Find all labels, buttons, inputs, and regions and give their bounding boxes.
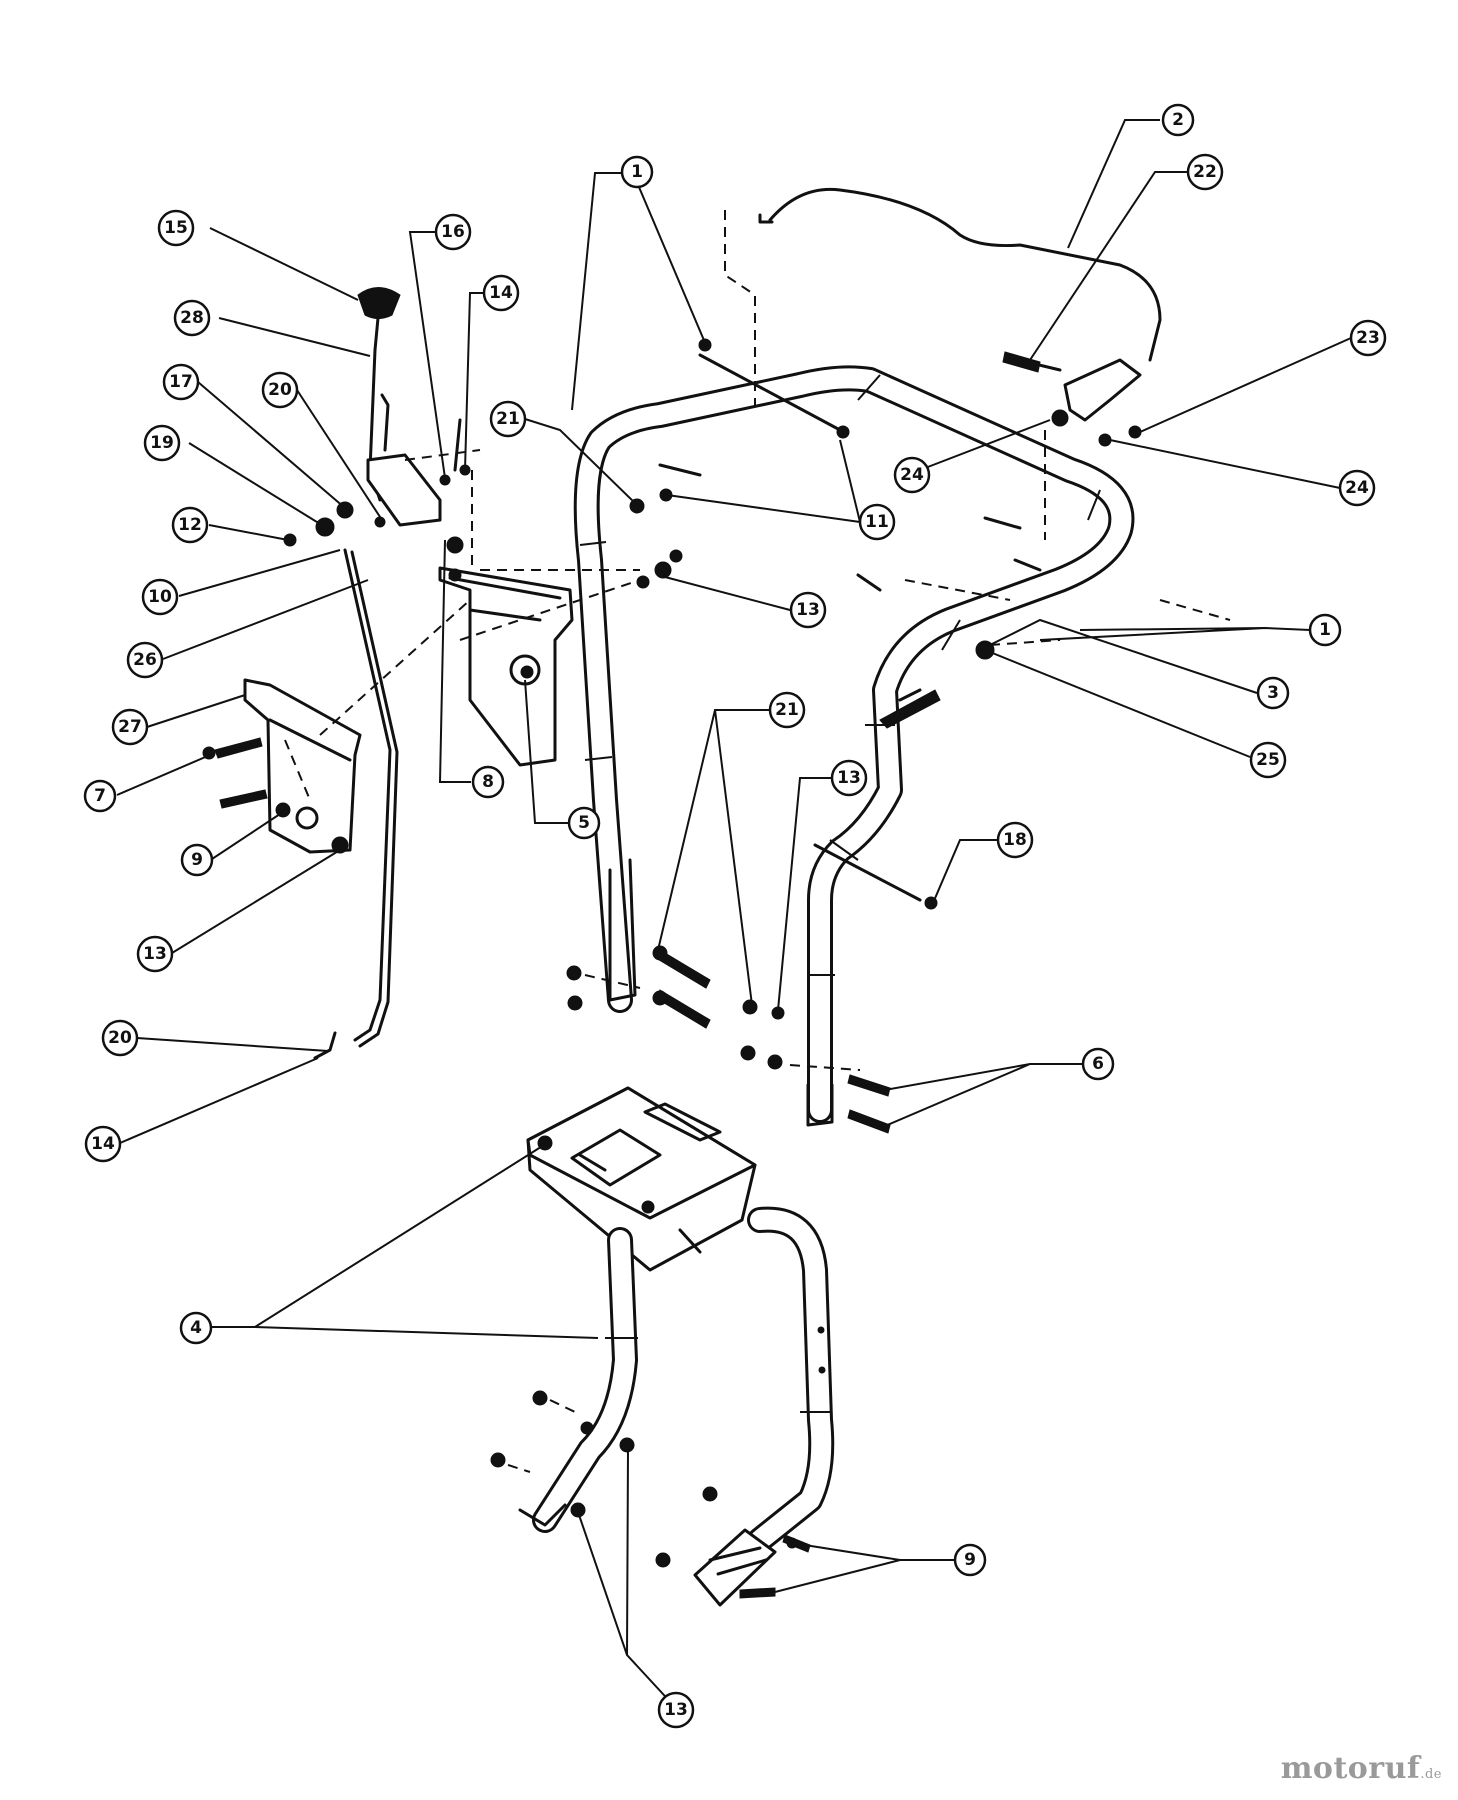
callout-1-right: 1 [1308,613,1342,647]
callout-8: 8 [471,765,505,799]
callout-13-left: 13 [136,935,174,973]
svg-text:18: 18 [1003,830,1027,850]
svg-text:11: 11 [865,512,889,532]
callout-25: 25 [1249,741,1287,779]
svg-text:23: 23 [1356,328,1380,348]
watermark-brand: motoruf [1280,1751,1421,1786]
svg-text:8: 8 [482,772,494,792]
svg-text:3: 3 [1267,683,1279,703]
callout-26: 26 [126,641,164,679]
motoruf-watermark: motoruf.de [1281,1751,1442,1786]
svg-text:4: 4 [190,1318,202,1338]
callout-21-lower: 21 [768,691,806,729]
callout-10: 10 [141,578,179,616]
callout-12: 12 [171,506,209,544]
callout-27: 27 [111,708,149,746]
callout-23: 23 [1349,319,1387,357]
callout-20-upper: 20 [261,371,299,409]
svg-text:17: 17 [169,372,193,392]
svg-text:5: 5 [578,813,590,833]
callout-14-upper: 14 [482,274,520,312]
svg-text:21: 21 [496,409,520,429]
svg-text:13: 13 [796,600,820,620]
svg-text:26: 26 [133,650,157,670]
callout-17: 17 [162,363,200,401]
svg-text:27: 27 [118,717,142,737]
callout-24-right: 24 [1338,469,1376,507]
callout-15: 15 [157,209,195,247]
svg-text:21: 21 [775,700,799,720]
callout-4: 4 [179,1311,213,1345]
svg-text:13: 13 [143,944,167,964]
svg-text:19: 19 [150,433,174,453]
svg-text:7: 7 [94,786,106,806]
callout-6: 6 [1081,1047,1115,1081]
callout-19: 19 [143,424,181,462]
svg-text:28: 28 [180,308,204,328]
leader-lines [116,119,1352,1708]
callout-9-lower: 9 [953,1543,987,1577]
svg-text:1: 1 [631,162,643,182]
callout-14-lower: 14 [84,1125,122,1163]
svg-text:20: 20 [268,380,292,400]
callout-11: 11 [858,503,896,541]
svg-text:1: 1 [1319,620,1331,640]
svg-text:15: 15 [164,218,188,238]
svg-text:24: 24 [1345,478,1369,498]
svg-text:13: 13 [664,1700,688,1720]
svg-text:25: 25 [1256,750,1280,770]
callout-7: 7 [83,779,117,813]
callout-3: 3 [1256,676,1290,710]
callout-1: 1 [620,155,654,189]
callout-24-left: 24 [893,456,931,494]
svg-text:14: 14 [489,283,513,303]
svg-text:10: 10 [148,587,172,607]
callout-13-upper: 13 [789,591,827,629]
svg-text:13: 13 [837,768,861,788]
svg-text:9: 9 [964,1550,976,1570]
lower-handle [490,1086,835,1607]
callout-18: 18 [996,821,1034,859]
svg-text:24: 24 [900,465,924,485]
callout-5: 5 [567,806,601,840]
upper-handle [573,365,1135,1127]
callout-2: 2 [1161,103,1195,137]
svg-text:9: 9 [191,850,203,870]
watermark-tld: .de [1420,1767,1442,1782]
shift-assembly [202,287,641,1060]
callout-21-upper: 21 [489,400,527,438]
svg-text:22: 22 [1193,162,1217,182]
callout-28: 28 [173,299,211,337]
callout-9-upper: 9 [180,843,214,877]
svg-text:2: 2 [1172,110,1184,130]
callout-20-lower: 20 [101,1019,139,1057]
callout-16: 16 [434,213,472,251]
callouts: 1 2 22 23 24 24 11 13 1 3 25 21 15 16 14… [83,103,1387,1729]
svg-text:14: 14 [91,1134,115,1154]
callout-13-mid: 13 [830,759,868,797]
svg-text:16: 16 [441,222,465,242]
svg-text:6: 6 [1092,1054,1104,1074]
control-cable [724,187,1162,540]
svg-text:12: 12 [178,515,202,535]
callout-13-bottom: 13 [657,1691,695,1729]
svg-text:20: 20 [108,1028,132,1048]
callout-22: 22 [1186,153,1224,191]
